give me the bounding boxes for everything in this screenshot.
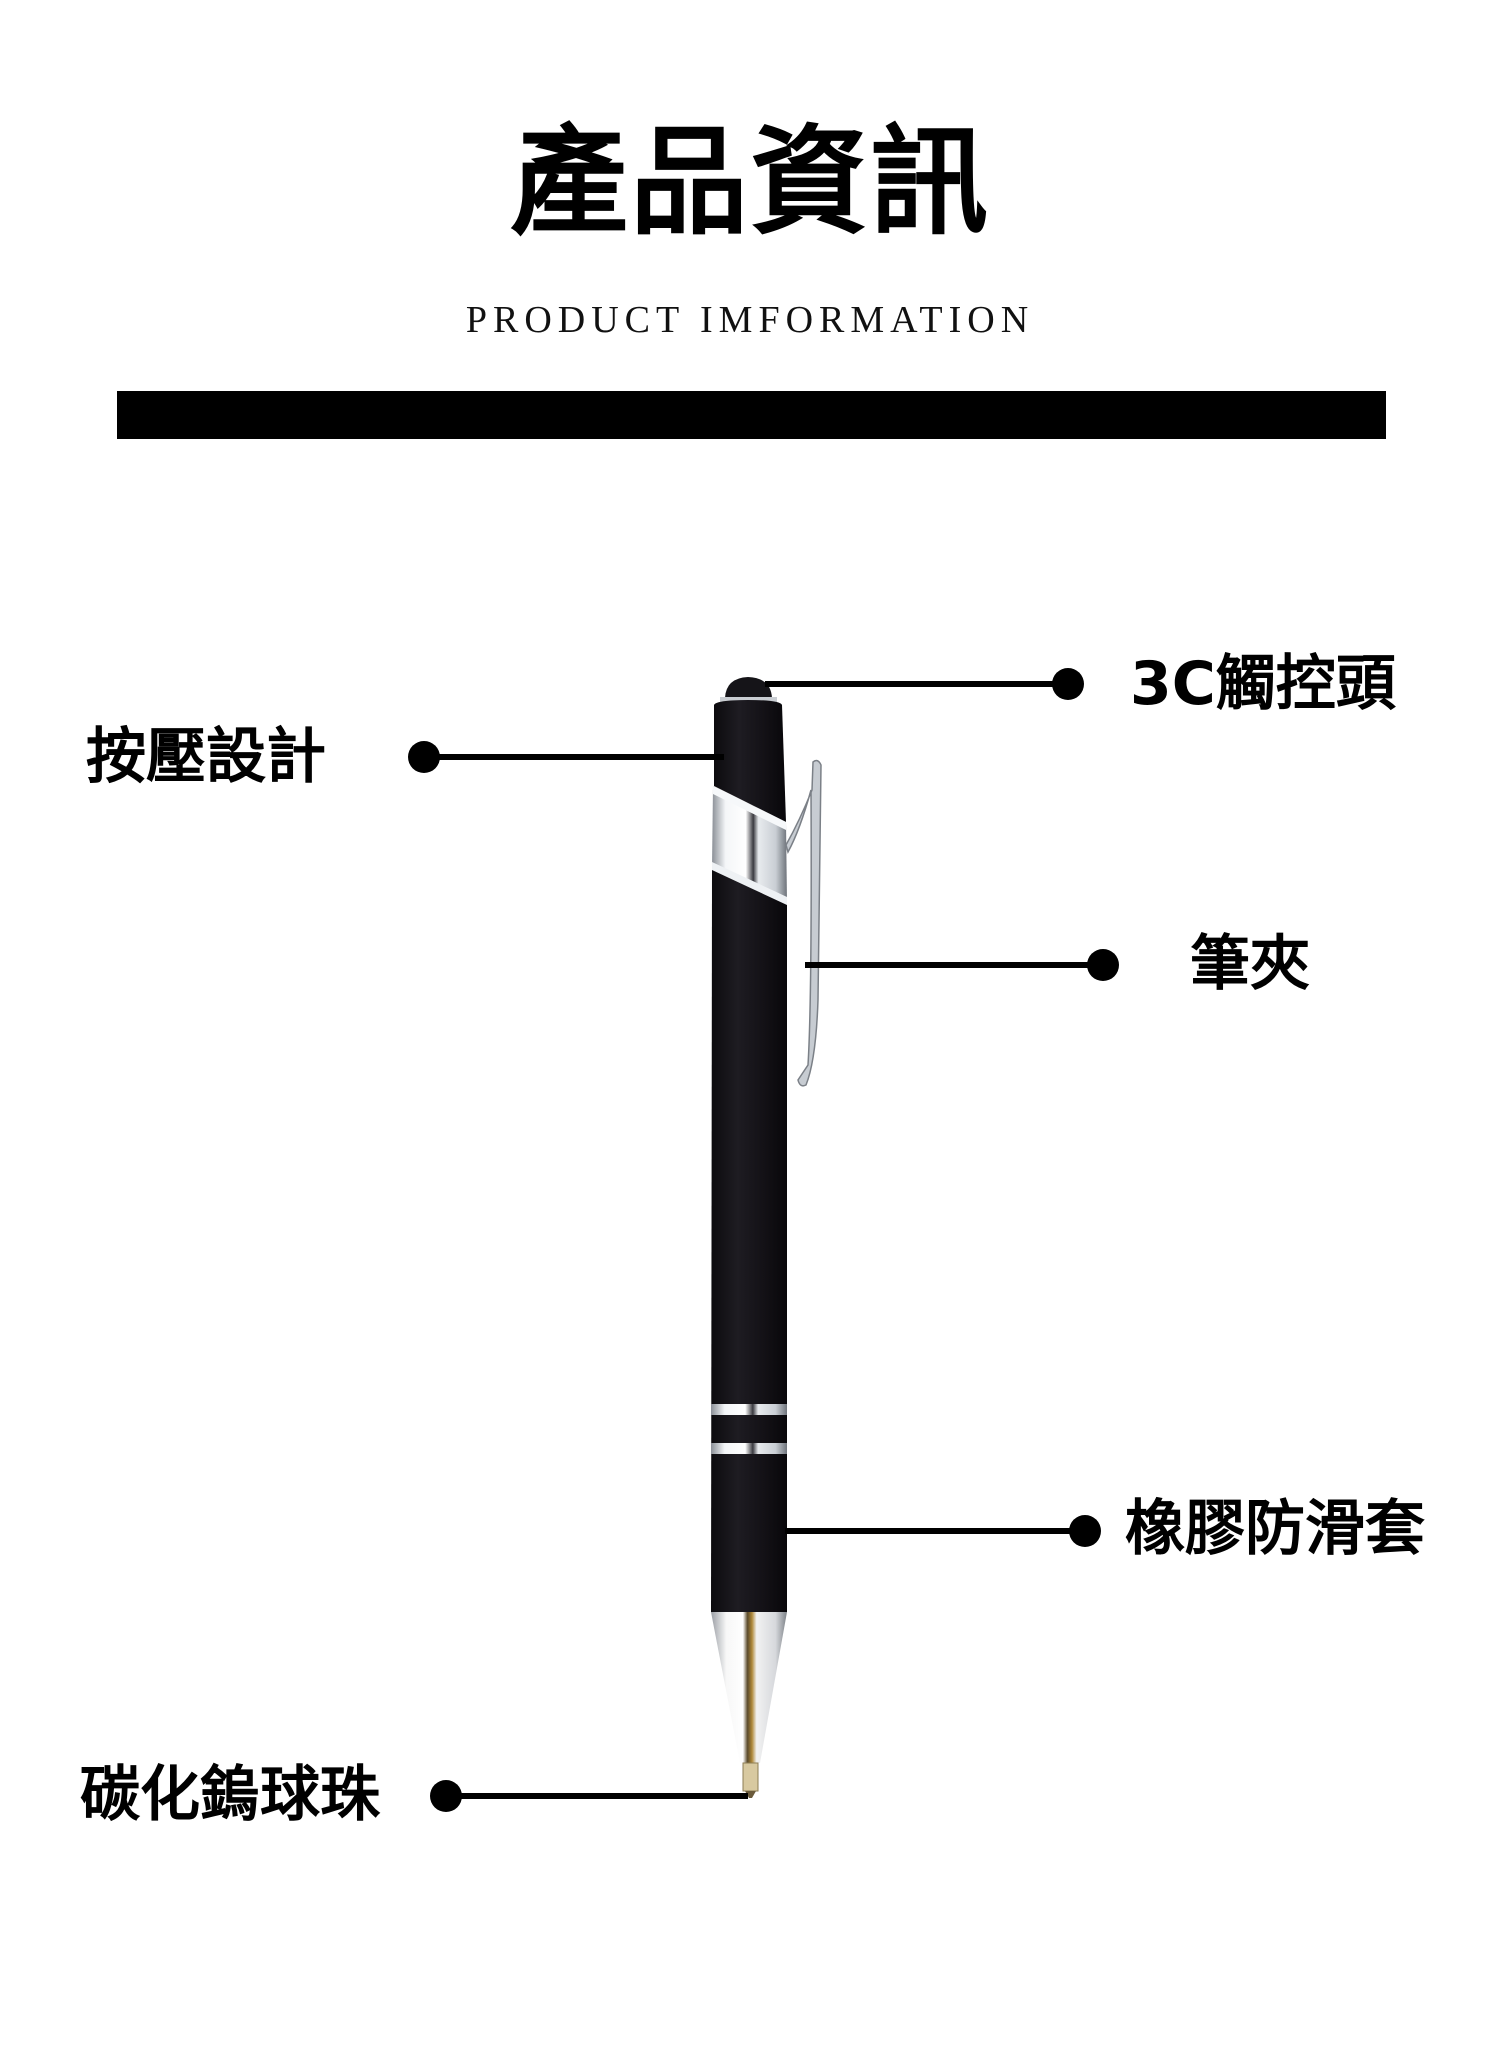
- callout-label-pen-clip: 筆夾: [1190, 929, 1310, 999]
- callout-label-tungsten-ball: 碳化鎢球珠: [80, 1760, 380, 1830]
- pen-barrel: [711, 870, 787, 1612]
- page-subtitle: PRODUCT IMFORMATION: [465, 299, 1035, 341]
- pen-clip: [785, 759, 822, 1087]
- callout-label-touch-tip: 3C觸控頭: [1130, 649, 1396, 719]
- callout-dot-icon: [1087, 949, 1119, 981]
- callout-dot-icon: [1069, 1515, 1101, 1547]
- callout-dot-icon: [430, 1780, 462, 1812]
- callout-dot-icon: [1052, 668, 1084, 700]
- pen-cap: [714, 700, 786, 822]
- callout-label-rubber-grip: 橡膠防滑套: [1125, 1494, 1425, 1564]
- callout-dot-icon: [408, 741, 440, 773]
- header-divider-bar: [117, 391, 1386, 439]
- pen-chrome-section: [712, 786, 787, 905]
- callout-line: [424, 754, 724, 760]
- callout-label-press-design: 按壓設計: [86, 722, 326, 792]
- callout-line: [445, 1793, 748, 1799]
- pen-cone: [711, 1612, 787, 1798]
- page-title: 產品資訊: [509, 112, 990, 251]
- callout-line: [805, 962, 1103, 968]
- callout-line: [765, 681, 1068, 687]
- callout-line: [785, 1528, 1085, 1534]
